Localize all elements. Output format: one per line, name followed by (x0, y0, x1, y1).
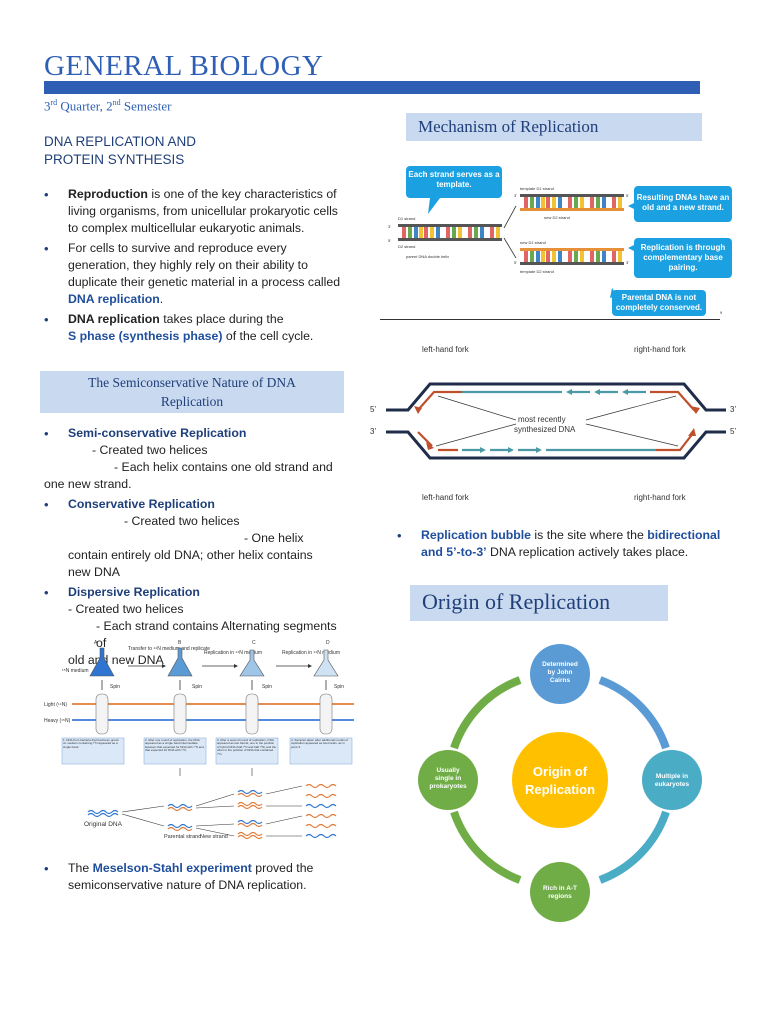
label-left-fork-bottom: left-hand fork (422, 493, 470, 502)
daughter-dna-1 (520, 194, 624, 211)
document-title: GENERAL BIOLOGY (44, 50, 324, 82)
label-end-5-right: 5’ (730, 427, 736, 436)
replication-types: Semi-conservative Replication - Created … (44, 425, 344, 669)
label-15n-medium: ¹⁵N medium (62, 668, 89, 674)
type-semi-conservative: Semi-conservative Replication - Created … (44, 425, 344, 476)
label-d: D (326, 640, 330, 646)
label-spin-c: Spin (262, 684, 272, 690)
svg-text:Rich in A-T: Rich in A-T (543, 885, 577, 892)
label-spin-a: Spin (110, 684, 120, 690)
label-b: B (178, 640, 182, 646)
svg-text:Multiple in: Multiple in (656, 773, 688, 780)
svg-text:by John: by John (548, 669, 573, 676)
label-new-d2: new D2 strand (544, 215, 570, 220)
label-template-d1: template D1 strand (520, 186, 554, 191)
svg-text:Cairns: Cairns (550, 677, 571, 684)
callout-not-conserved: Parental DNA is not completely conserved… (612, 290, 706, 316)
mechanism-section-title: Mechanism of Replication (406, 113, 702, 141)
callout-base-pairing: Replication is through complementary bas… (634, 238, 732, 278)
label-rep1: Replication in ¹⁴N medium (204, 650, 262, 656)
intro-bullets: Reproduction is one of the key character… (44, 186, 344, 348)
section-divider (380, 319, 720, 320)
node-john-cairns (530, 644, 590, 704)
type-dispersive-cont: old and new DNA (68, 653, 164, 667)
note-1: 1. DNA from bacteria that had been grown… (63, 739, 120, 749)
svg-text:regions: regions (548, 893, 572, 900)
daughter-dna-2 (520, 248, 624, 265)
label-rep2: Replication in ¹⁴N medium (282, 650, 340, 656)
label-heavy: Heavy (¹⁵N) (44, 718, 71, 724)
label-original-dna: Original DNA (84, 821, 123, 828)
label-end-5-left: 5’ (370, 405, 376, 414)
label-new-d1: new D1 strand (520, 240, 546, 245)
label-a: A (94, 640, 98, 646)
label-spin-d: Spin (334, 684, 344, 690)
type-semi-conservative-cont: one new strand. (44, 477, 132, 491)
svg-text:prokaryotes: prokaryotes (429, 783, 467, 790)
node-single-prokaryotes (418, 750, 478, 810)
type-conservative-cont: contain entirely old DNA; other helix co… (68, 548, 313, 562)
bullet-survival: For cells to survive and reproduce every… (44, 240, 344, 308)
topic-heading: DNA REPLICATION AND PROTEIN SYNTHESIS (44, 134, 197, 167)
label-end-3-left: 3’ (370, 427, 376, 436)
label-end-5c: 5' (514, 260, 517, 265)
label-recent-dna-2: synthesized DNA (514, 425, 576, 434)
callout-template: Each strand serves as a template. (406, 166, 502, 198)
label-parent-helix: parent DNA double helix (406, 254, 449, 259)
replication-bubble-bullet: Replication bubble is the site where the… (397, 527, 737, 564)
label-end-3a: 3' (388, 224, 391, 229)
node-rich-at (530, 862, 590, 922)
label-end-5a: 5' (388, 238, 391, 243)
replication-fork-diagram: left-hand fork right-hand fork left-hand… (370, 345, 736, 502)
label-new-strand: New strand (200, 834, 228, 840)
meselson-bullet: The Meselson-Stahl experiment proved the… (44, 860, 354, 897)
label-spin-b: Spin (192, 684, 202, 690)
label-right-fork-bottom: right-hand fork (634, 493, 687, 502)
document-subtitle: 3rd Quarter, 2nd Semester (44, 98, 172, 114)
flask-a (89, 647, 115, 677)
label-left-fork-top: left-hand fork (422, 345, 470, 354)
label-transfer: Transfer to ¹⁴N medium and replicate (128, 646, 210, 652)
title-bar (44, 81, 700, 94)
center-label-2: Replication (525, 782, 595, 797)
center-node (512, 732, 608, 828)
svg-text:eukaryotes: eukaryotes (655, 781, 690, 788)
center-label-1: Origin of (533, 764, 588, 779)
semiconservative-section-title: The Semiconservative Nature of DNA Repli… (40, 371, 344, 413)
label-light: Light (¹⁴N) (44, 702, 67, 708)
label-c: C (252, 640, 256, 646)
flask-b (167, 647, 193, 677)
label-recent-dna-1: most recently (518, 415, 566, 424)
label-d2: D2 strand (398, 244, 415, 249)
page-mark: 9 (720, 310, 723, 315)
node-multiple-eukaryotes (642, 750, 702, 810)
label-end-3c: 3' (626, 260, 629, 265)
note-3: 3. After a second round of replication, … (217, 739, 277, 756)
type-conservative: Conservative Replication - Created two h… (44, 496, 344, 547)
origin-section-title: Origin of Replication (410, 585, 668, 621)
label-end-3b: 3' (514, 193, 517, 198)
note-4: 4. Samples taken after additional rounds… (291, 739, 349, 749)
label-template-d2: template D2 strand (520, 269, 554, 274)
parent-dna (398, 224, 502, 241)
svg-text:Determined: Determined (542, 661, 578, 668)
svg-text:single in: single in (435, 775, 461, 782)
callout-old-new-strand: Resulting DNAs have an old and a new str… (634, 186, 732, 222)
meselson-stahl-diagram: A B C D ¹⁵N medium Transfer to ¹⁴N mediu… (44, 640, 354, 840)
flask-c (239, 649, 265, 677)
note-2: 2. After one round of replication, the D… (145, 739, 204, 753)
label-right-fork-top: right-hand fork (634, 345, 687, 354)
svg-text:Usually: Usually (436, 767, 460, 774)
bullet-dna-replication: DNA replication takes place during the S… (44, 311, 344, 345)
flask-d (313, 649, 339, 677)
mechanism-diagram: template D1 strand new D2 strand new D1 … (388, 186, 723, 315)
type-dispersive: Dispersive Replication - Created two hel… (44, 584, 344, 652)
label-end-3-right: 3’ (730, 405, 736, 414)
label-end-5b: 5' (626, 193, 629, 198)
origin-cycle-diagram: Origin of Replication Determined by John… (418, 644, 702, 922)
label-parental-strand: Parental strand (164, 834, 201, 840)
type-conservative-cont2: new DNA (68, 565, 120, 579)
label-d1: D1 strand (398, 216, 415, 221)
bullet-reproduction: Reproduction is one of the key character… (44, 186, 344, 237)
